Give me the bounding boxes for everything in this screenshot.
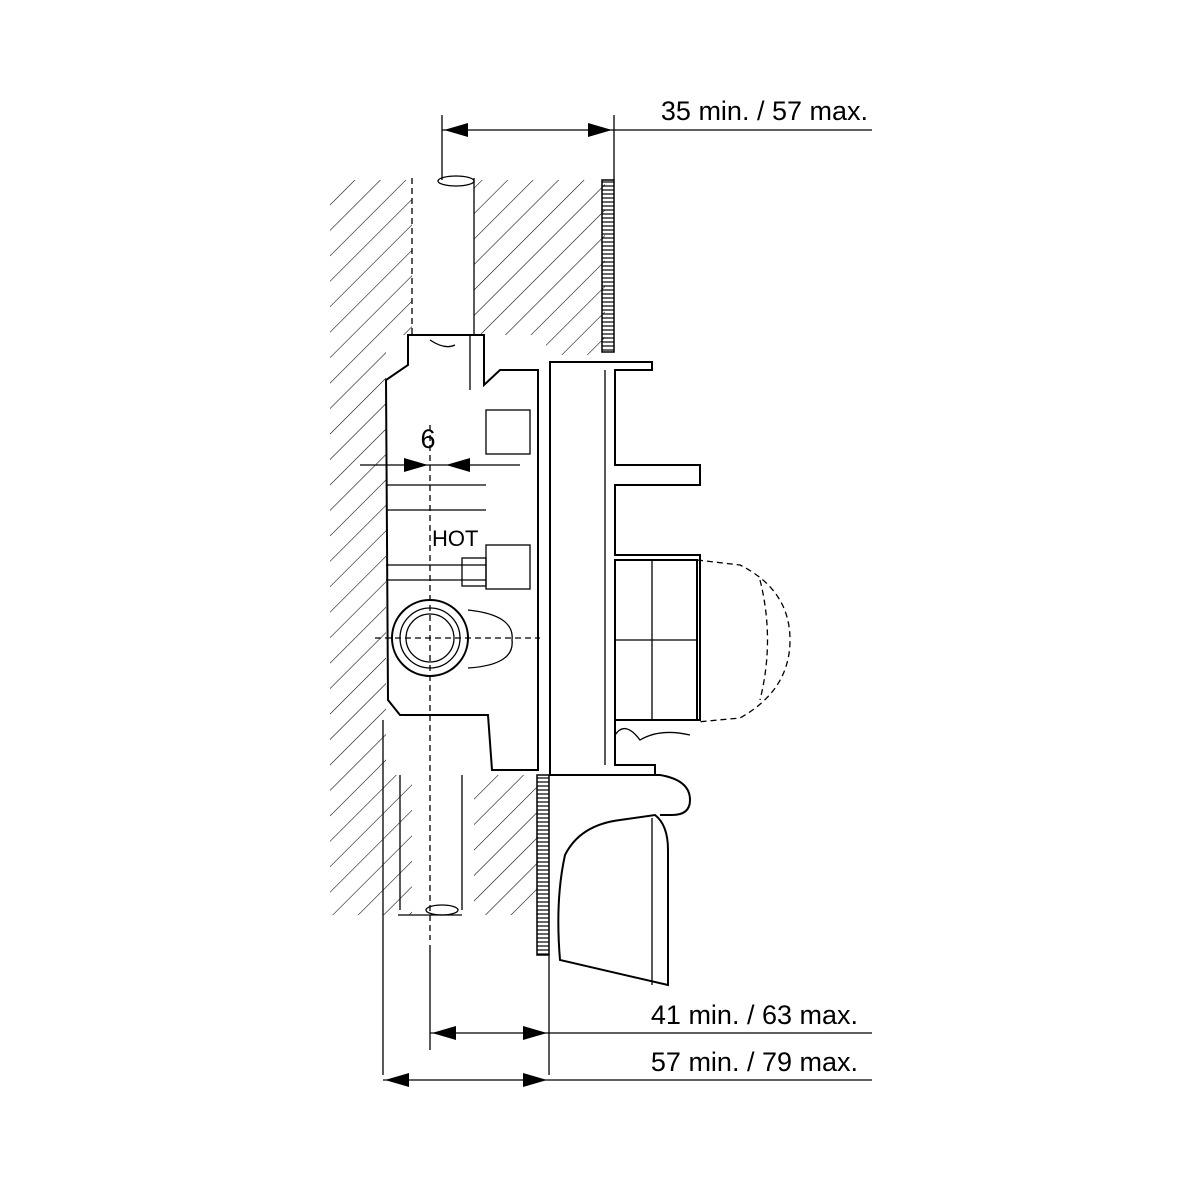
mounting-frame <box>549 361 701 776</box>
tile-upper <box>601 179 615 353</box>
hot-inlet-label: HOT <box>432 526 478 551</box>
handle-alt-position <box>696 559 791 723</box>
dimension-top-label: 35 min. / 57 max. <box>661 96 868 126</box>
dimension-inner-label: 41 min. / 63 max. <box>651 1000 858 1030</box>
dimension-offset-arrows <box>404 458 470 472</box>
dimension-top-arrow <box>442 123 614 137</box>
dimension-offset-label: 6 <box>420 424 435 454</box>
extension-lines <box>360 115 872 1081</box>
lower-handle <box>550 774 692 987</box>
dimension-outer-label: 57 min. / 79 max. <box>651 1047 858 1077</box>
dimension-outer-arrow <box>383 1073 549 1087</box>
tile-lower <box>536 774 550 956</box>
dimension-inner-arrow <box>430 1026 549 1040</box>
valve-body <box>375 334 540 940</box>
